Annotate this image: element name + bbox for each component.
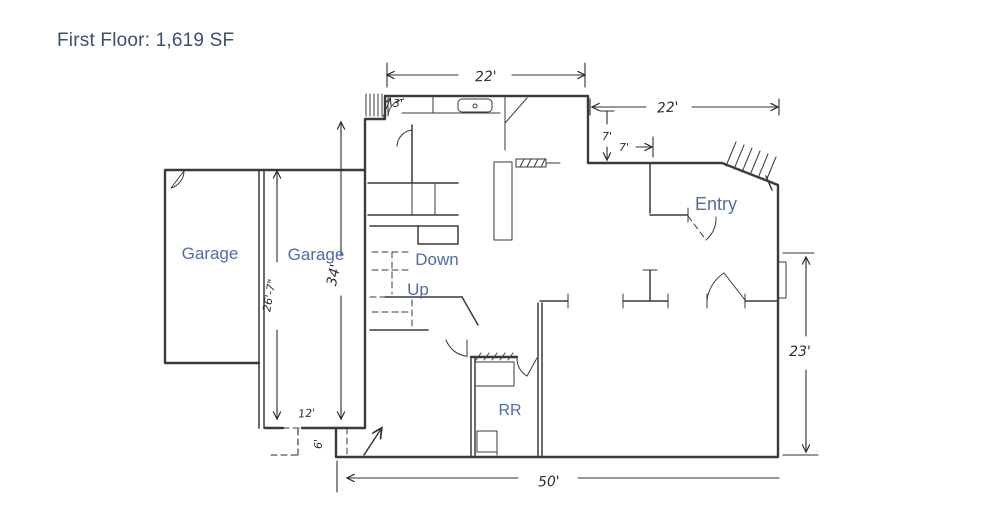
island-counter	[493, 161, 513, 241]
stoop-door-arc	[387, 97, 405, 117]
dim-dashed-12	[270, 428, 299, 456]
kitchen	[401, 96, 561, 241]
dim-right-22-label: 22'	[657, 99, 679, 116]
stair-angled-wall	[461, 296, 479, 326]
dim-3-label: 3'	[393, 97, 403, 110]
dim-12-label: 12'	[298, 406, 316, 420]
dim-26-7-label: 26'-7"	[260, 278, 279, 313]
sink-drain	[472, 103, 478, 109]
dim-34-label: 34'	[324, 263, 344, 288]
dim-7-horiz-label: 7'	[619, 141, 629, 154]
dim-ext-tick	[782, 252, 819, 456]
entry-door-arc	[705, 216, 717, 241]
stairs-up-label: Up	[407, 280, 429, 299]
sink	[457, 98, 493, 113]
dim-23-label: 23'	[789, 344, 811, 360]
garage-left-wall	[163, 168, 367, 365]
dimension-lines	[270, 62, 819, 493]
rear-door-leaf	[363, 429, 381, 456]
stairs-down-label: Down	[415, 250, 458, 269]
dim-50-label: 50'	[538, 474, 560, 491]
dim-top-22-label: 22'	[475, 69, 497, 86]
hall-door-arc	[445, 339, 468, 358]
rr-door-arc	[516, 357, 528, 377]
exterior-walls	[163, 94, 780, 459]
room-labels: Garage Garage Down Up Entry RR	[182, 194, 737, 419]
garage-left-label: Garage	[182, 244, 239, 263]
entry-label: Entry	[695, 194, 737, 214]
dim-6-label: 6'	[312, 439, 325, 449]
entry-door-leaf-dashed	[687, 215, 707, 241]
garage-door-arc	[170, 170, 185, 189]
step-tick	[765, 175, 773, 191]
rr-top-wall-hatch	[475, 352, 514, 361]
closet-door-arc	[706, 272, 725, 301]
stoop-up-arrow	[382, 99, 390, 118]
stoop-hatch-lines	[365, 93, 383, 117]
stairwell	[369, 225, 479, 358]
corner-cabinet-diagonal	[504, 97, 528, 124]
stair-treads-dashed	[371, 251, 413, 329]
page-title: First Floor: 1,619 SF	[57, 30, 235, 51]
stair-landing	[417, 225, 459, 245]
restroom	[469, 352, 538, 458]
entry-steps-hatch	[365, 93, 777, 191]
garage-right-label: Garage	[288, 245, 345, 264]
jamb-ticks	[567, 293, 746, 309]
pantry-door-arc	[396, 129, 413, 147]
restroom-label: RR	[498, 402, 521, 419]
bar-counter-hatch	[519, 158, 561, 168]
main-outline-wall	[334, 94, 780, 459]
steps-hatch-lines	[725, 141, 777, 182]
rr-toilet	[476, 430, 498, 453]
closet-door-leaf	[723, 272, 746, 301]
mudroom-closets	[367, 124, 459, 216]
dim-7-vert-label: 7'	[602, 130, 612, 143]
rr-door-leaf	[526, 357, 538, 377]
dimension-labels: 22' 22' 7' 7' 34' 26'-7" 23' 12' 6' 50' …	[260, 69, 811, 491]
garage-door-marks	[170, 170, 185, 189]
window-right-wall	[778, 261, 787, 299]
rr-vanity	[474, 361, 515, 387]
garage-door-leaf	[170, 170, 185, 189]
interior-walls	[346, 162, 787, 458]
